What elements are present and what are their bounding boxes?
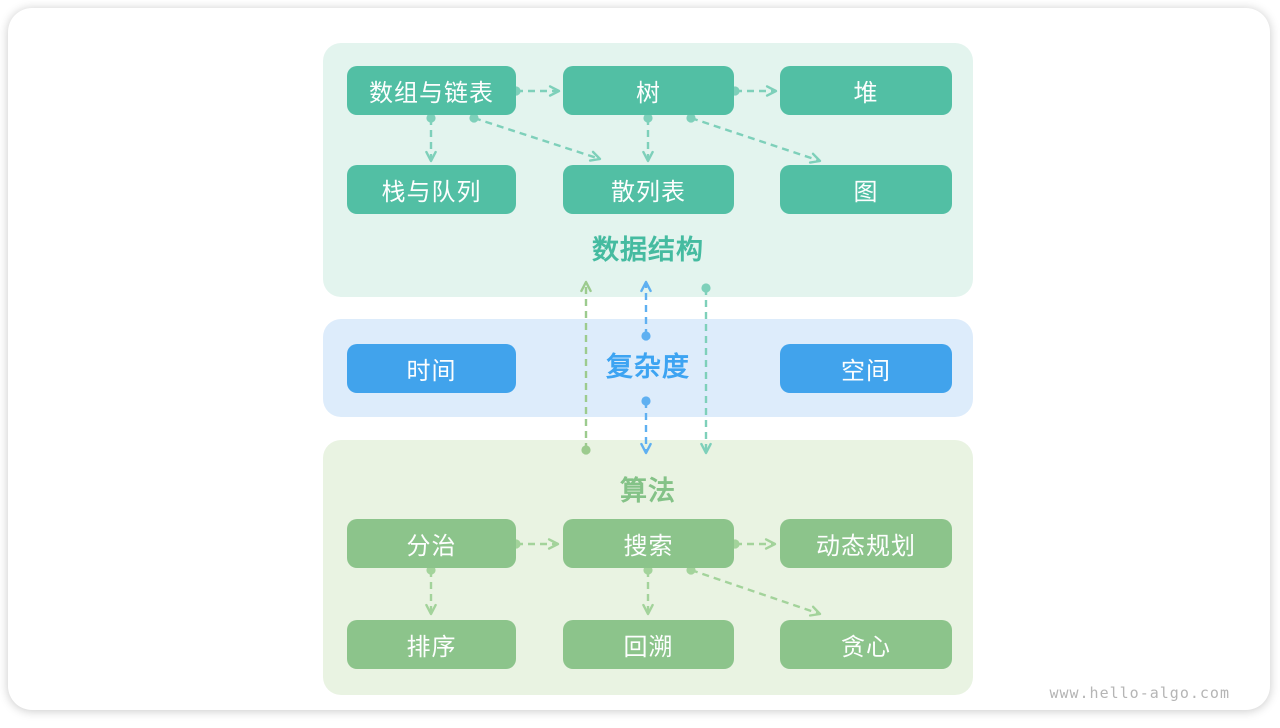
node-backtracking: 回溯	[563, 620, 734, 669]
node-dynamic-programming: 动态规划	[780, 519, 952, 568]
watermark-url: www.hello-algo.com	[1049, 684, 1230, 702]
node-heap: 堆	[780, 66, 952, 115]
section-title-data-structures: 数据结构	[592, 235, 704, 265]
node-space: 空间	[780, 344, 952, 393]
node-search: 搜索	[563, 519, 734, 568]
node-divide-conquer: 分治	[347, 519, 516, 568]
node-time: 时间	[347, 344, 516, 393]
node-graph: 图	[780, 165, 952, 214]
node-hash-table: 散列表	[563, 165, 734, 214]
section-title-complexity: 复杂度	[606, 352, 690, 382]
node-stack-queue: 栈与队列	[347, 165, 516, 214]
node-greedy: 贪心	[780, 620, 952, 669]
hello-algo-overview-card: 数组与链表 树 堆 栈与队列 散列表 图 数据结构 时间 复杂度 空间 算法 分…	[8, 8, 1270, 710]
node-sorting: 排序	[347, 620, 516, 669]
node-arrays-linked-lists: 数组与链表	[347, 66, 516, 115]
section-title-algorithms: 算法	[620, 476, 676, 506]
node-tree: 树	[563, 66, 734, 115]
